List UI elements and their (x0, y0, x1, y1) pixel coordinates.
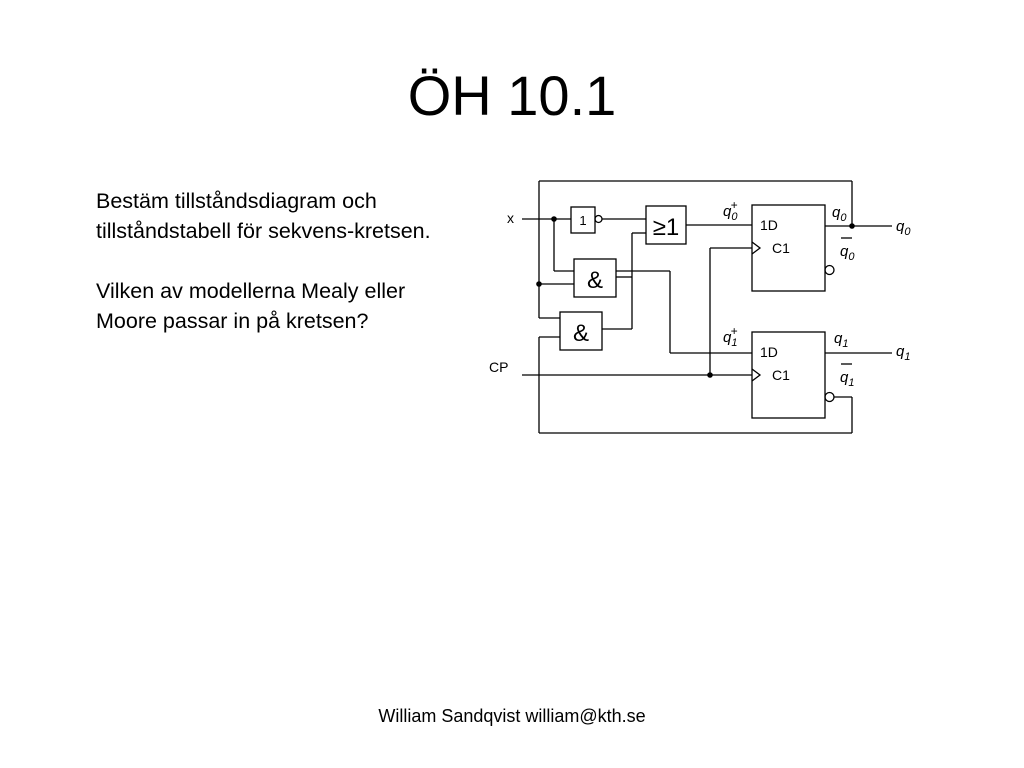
ff1-d-label: 1D (760, 344, 778, 360)
sequential-circuit-diagram: x CP 1 ≥1 & & 1D C1 1D C1 q0+ q0 q0 q0 q… (489, 180, 911, 434)
junction-dot (551, 216, 557, 222)
ff0-d-label: 1D (760, 217, 778, 233)
ff1-clock-triangle (751, 368, 762, 382)
and-gate-top-label: & (587, 267, 603, 294)
input-x-label: x (507, 210, 514, 226)
task-paragraph-mealy-moore: Vilken av modellerna Mealy eller Moore p… (96, 279, 406, 333)
ff1-qbar-bubble (824, 391, 835, 403)
and-gate-bottom-label: & (573, 320, 589, 347)
junction-dot (707, 372, 713, 378)
q0-plus-label: q0+ (723, 198, 738, 223)
ff0-qbar-bubble (824, 264, 835, 276)
not-gate-bubble (594, 214, 603, 224)
footer-author: William Sandqvist william@kth.se (378, 706, 646, 726)
flip-flop-1 (751, 331, 826, 419)
q0-ff-label: q0 (832, 204, 847, 224)
q1-bar-label: q1 (840, 369, 854, 389)
q1-ff-label: q1 (834, 330, 848, 350)
q1-plus-label: q1+ (723, 324, 737, 349)
q0-bar-label: q0 (840, 243, 855, 263)
input-cp-label: CP (489, 359, 508, 375)
ff0-clk-label: C1 (772, 240, 790, 256)
slide-title: ÖH 10.1 (407, 64, 617, 127)
q0-output-label: q0 (896, 218, 911, 238)
task-text: Bestäm tillståndsdiagram och tillståndst… (96, 186, 441, 366)
ff0-clock-triangle (751, 241, 762, 255)
task-paragraph-state-diagram: Bestäm tillståndsdiagram och tillståndst… (96, 189, 431, 243)
not-gate-label: 1 (579, 213, 586, 228)
or-gate-label: ≥1 (653, 214, 680, 241)
junction-dot (536, 281, 542, 287)
q1-output-label: q1 (896, 343, 910, 363)
ff1-clk-label: C1 (772, 367, 790, 383)
and-gate-top (573, 258, 617, 298)
junction-dot (849, 223, 855, 229)
and-gate-bottom (559, 311, 603, 351)
